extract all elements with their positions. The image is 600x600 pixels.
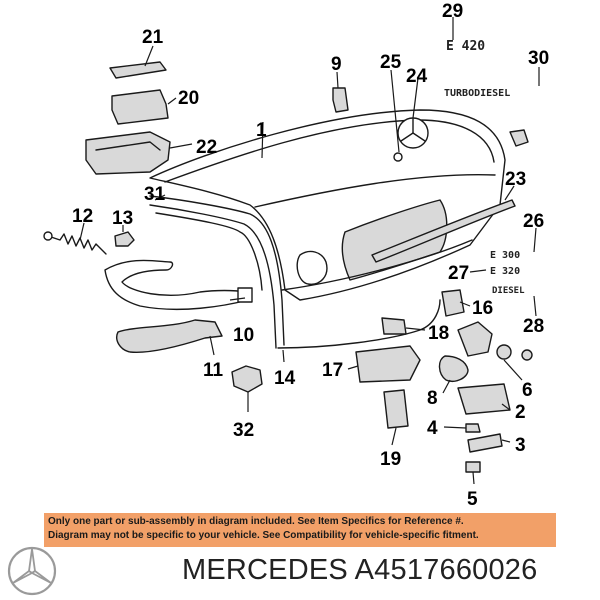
hinge-upper <box>104 259 253 311</box>
callout-numbers: 29 21 30 9 25 24 20 1 22 23 31 12 13 26 … <box>72 1 549 510</box>
callout-19: 19 <box>380 449 401 470</box>
callout-16: 16 <box>472 298 493 319</box>
brand-name: MERCEDES <box>182 554 348 586</box>
callout-23: 23 <box>505 169 526 190</box>
callout-17: 17 <box>322 360 343 381</box>
lamp-assembly <box>85 61 171 175</box>
callout-20: 20 <box>178 88 199 109</box>
callout-22: 22 <box>196 137 217 158</box>
lock-parts <box>231 87 533 473</box>
callout-29: 29 <box>442 1 463 22</box>
callout-14: 14 <box>274 368 296 389</box>
callout-13: 13 <box>112 208 133 229</box>
callout-1: 1 <box>256 120 267 141</box>
callout-8: 8 <box>427 388 438 409</box>
badge-diesel: DIESEL <box>492 286 525 296</box>
trunk-lid <box>149 109 506 301</box>
disclaimer-line-1: Only one part or sub-assembly in diagram… <box>48 516 464 527</box>
badge-e300: E 300 <box>490 250 520 261</box>
torsion-spring <box>43 231 107 255</box>
mercedes-star-icon <box>7 546 57 596</box>
trim-strip <box>371 199 516 263</box>
callout-3: 3 <box>515 435 526 456</box>
callout-10: 10 <box>233 325 254 346</box>
part-number: A4517660026 <box>354 554 538 586</box>
callout-26: 26 <box>523 211 544 232</box>
badge-e420: E 420 <box>446 39 485 54</box>
callout-4: 4 <box>427 418 438 439</box>
callout-6: 6 <box>522 380 533 401</box>
callout-11: 11 <box>203 360 224 381</box>
callout-28: 28 <box>523 316 544 337</box>
callout-9: 9 <box>331 54 342 75</box>
callout-12: 12 <box>72 206 93 227</box>
leader-lines <box>79 17 540 485</box>
callout-30: 30 <box>528 48 549 69</box>
callout-32: 32 <box>233 420 254 441</box>
hinge-lower <box>116 319 223 354</box>
badge-turbodiesel: TURBODIESEL <box>444 88 510 99</box>
badge-e320: E 320 <box>490 266 520 277</box>
part-title: MERCEDES A4517660026 <box>182 554 594 590</box>
callout-2: 2 <box>515 402 526 423</box>
disclaimer-line-2: Diagram may not be specific to your vehi… <box>48 530 479 541</box>
callout-21: 21 <box>142 27 164 48</box>
callout-24: 24 <box>406 66 428 87</box>
star-emblem <box>393 117 429 162</box>
callout-27: 27 <box>448 263 469 284</box>
callout-25: 25 <box>380 52 402 73</box>
callout-5: 5 <box>467 489 478 510</box>
callout-18: 18 <box>428 323 449 344</box>
callout-31: 31 <box>144 184 166 205</box>
disclaimer-banner: Only one part or sub-assembly in diagram… <box>44 513 556 547</box>
trunk-seal <box>149 195 441 349</box>
clip-13 <box>114 231 135 247</box>
badge-group: E 420 TURBODIESEL E 300 E 320 DIESEL <box>444 39 525 296</box>
